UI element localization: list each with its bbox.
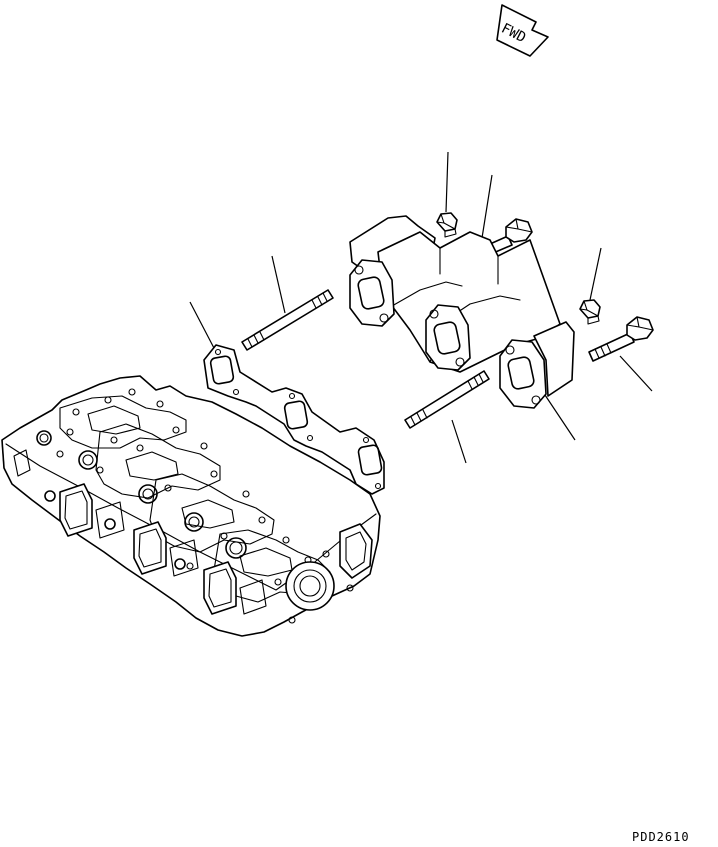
stud-upper [241,289,334,351]
manifold-gasket [203,344,385,495]
leader-lines [189,151,653,464]
manifold-bolt-lower [588,316,654,362]
cylinder-head [1,375,381,637]
flange-nut-lower [579,299,601,325]
exhaust-manifold [349,215,575,409]
flange-nut-upper [436,212,458,238]
drawing-code: PDD2610 [632,830,690,844]
fwd-arrow-tag: FWD [496,4,549,57]
stud-lower [404,370,490,429]
